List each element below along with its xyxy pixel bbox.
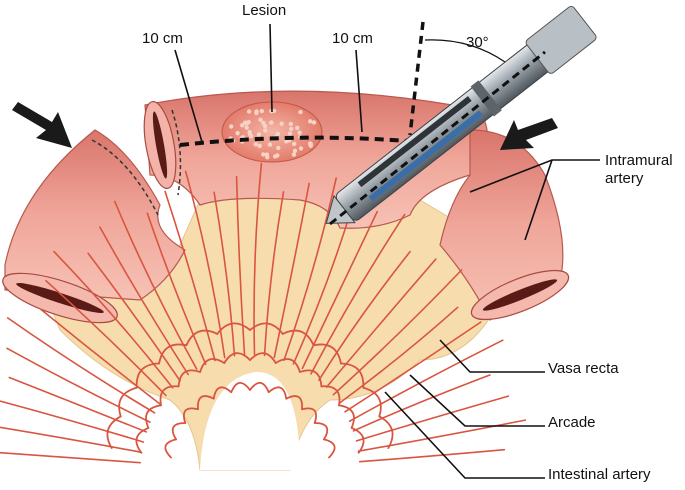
lesion-nodule [263, 128, 267, 132]
arcade-label: Arcade [548, 414, 596, 432]
angle-arc [425, 40, 505, 62]
lesion-nodule [268, 142, 272, 146]
arrow-icon [12, 102, 72, 148]
vasa-recta [359, 420, 526, 451]
lesion-nodule [280, 122, 284, 126]
lesion-nodule [312, 120, 316, 124]
lesion-nodule [257, 132, 261, 136]
vasa-recta-label: Vasa recta [548, 360, 619, 378]
lesion-nodule [292, 142, 296, 146]
lesion-nodule [265, 155, 269, 159]
lesion-nodule [254, 142, 258, 146]
lesion-nodule [276, 132, 280, 136]
lesion-nodule [292, 152, 296, 156]
lesion-nodule [245, 125, 249, 129]
lesion-nodule [298, 110, 302, 114]
lesion-nodule [289, 122, 293, 126]
vasa-recta [360, 450, 505, 462]
margin-label-left: 10 cm [142, 30, 183, 48]
arcade [315, 423, 328, 439]
lesion-nodule [288, 131, 292, 135]
lesion-nodule [309, 144, 313, 148]
lesion-nodule [247, 109, 251, 113]
margin-label-right: 10 cm [332, 30, 373, 48]
vasa-recta [0, 452, 140, 462]
lesion-nodule [295, 126, 299, 130]
arcade [324, 439, 335, 457]
lesion-nodule [289, 127, 293, 131]
vasa-recta [357, 396, 509, 441]
lesion-nodule [248, 132, 252, 136]
lesion-nodule [229, 124, 233, 128]
lesion-label: Lesion [242, 2, 286, 20]
lesion-nodule [276, 146, 280, 150]
lesion-nodule [308, 119, 312, 123]
lesion-nodule [254, 109, 258, 113]
vasa-recta [0, 425, 141, 452]
lesion-nodule [243, 121, 247, 125]
arcade [339, 405, 354, 428]
lesion-nodule [258, 118, 262, 122]
arcade [165, 439, 176, 457]
lesion-nodule [258, 144, 262, 148]
arrow-icon [500, 118, 558, 150]
lesion-nodule [297, 131, 301, 135]
lesion-nodule [269, 120, 273, 124]
intramural-artery-label: Intramural artery [605, 152, 683, 188]
lesion-nodule [299, 146, 303, 150]
lesion-nodule [235, 131, 239, 135]
angle-label: 30° [466, 34, 489, 52]
arcade [173, 423, 186, 439]
lesion-nodule [275, 153, 279, 157]
lesion-nodule [293, 149, 297, 153]
intestinal-artery-label: Intestinal artery [548, 466, 651, 484]
lesion-nodule [260, 109, 264, 113]
